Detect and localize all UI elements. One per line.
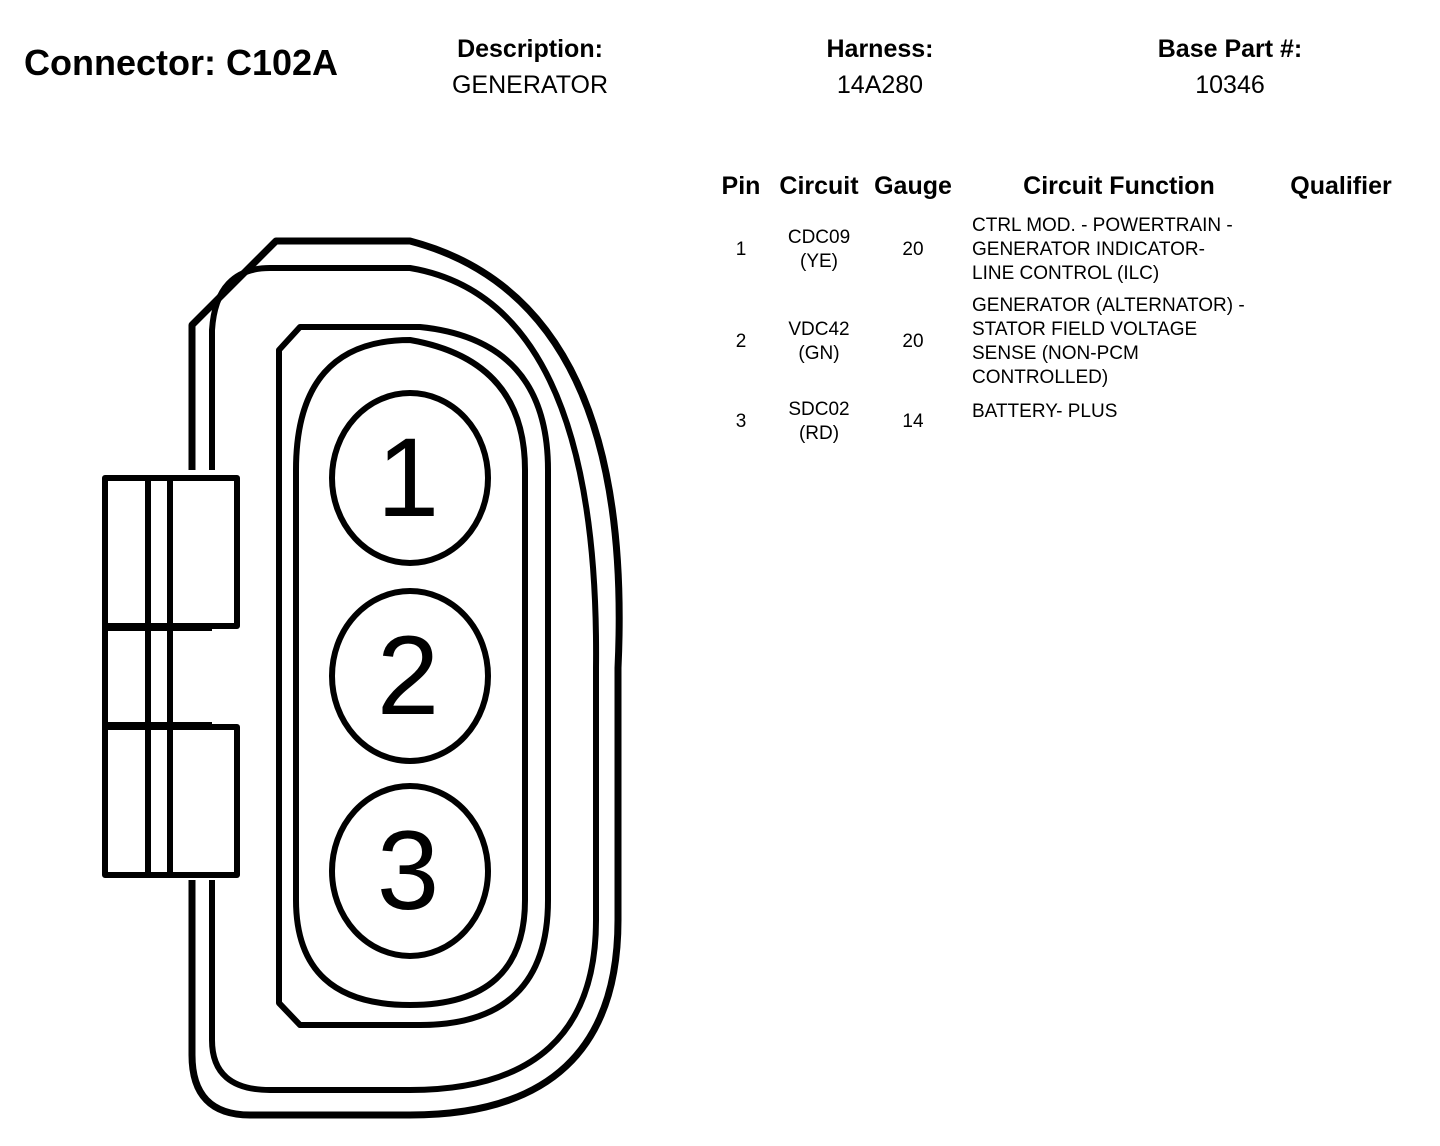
connector-title: Connector: C102A (24, 42, 339, 83)
circuit-code: VDC42 (788, 319, 850, 340)
description-value: GENERATOR (451, 71, 609, 99)
base-part-value: 10346 (1195, 71, 1265, 99)
table-row: 2 VDC42 (GN) 20 GENERATOR (ALTERNATOR) -… (712, 290, 1402, 394)
pin-2-label: 2 (377, 613, 439, 738)
base-part-label: Base Part #: (1157, 35, 1303, 63)
function-line: LINE CONTROL (ILC) (972, 263, 1160, 284)
function-line: CONTROLLED) (972, 367, 1109, 388)
col-header-qualifier: Qualifier (1290, 171, 1392, 200)
pin-cell: 1 (735, 239, 747, 260)
circuit-cell: VDC42 (GN) (770, 290, 868, 394)
function-cell: BATTERY- PLUS (958, 394, 1280, 450)
pin-cell: 2 (735, 331, 747, 352)
description-label: Description: (457, 35, 603, 63)
function-line: STATOR FIELD VOLTAGE (972, 319, 1198, 340)
col-header-function: Circuit Function (1023, 171, 1215, 200)
gauge-cell: 14 (902, 411, 924, 432)
col-header-gauge: Gauge (874, 171, 952, 200)
base-part-block: Base Part #: 10346 (1110, 32, 1350, 104)
function-line: CTRL MOD. - POWERTRAIN - (972, 215, 1233, 236)
connector-shell-outer (188, 237, 623, 1119)
function-line: GENERATOR (ALTERNATOR) - (972, 295, 1245, 316)
latch-tab (102, 475, 240, 878)
table-row: 1 CDC09 (YE) 20 CTRL MOD. - POWERTRAIN -… (712, 210, 1402, 290)
col-header-circuit: Circuit (779, 171, 859, 200)
description-block: Description: GENERATOR (400, 32, 660, 104)
pin-1-label: 1 (377, 415, 439, 540)
pin-1-cavity (329, 390, 491, 566)
function-line: SENSE (NON-PCM (972, 343, 1139, 364)
circuit-code: CDC09 (787, 227, 851, 248)
function-line: GENERATOR INDICATOR- (972, 239, 1205, 260)
connector-shell-inner (209, 265, 600, 1093)
table-row: 3 SDC02 (RD) 14 BATTERY- PLUS (712, 394, 1402, 450)
pin-3-label: 3 (377, 808, 439, 933)
harness-block: Harness: 14A280 (760, 32, 1000, 104)
table-header-row: Pin Circuit Gauge Circuit Function Quali… (712, 168, 1402, 210)
wire-color: (YE) (800, 251, 838, 272)
circuit-code: SDC02 (788, 399, 850, 420)
pin-cell: 3 (735, 411, 747, 432)
pin-2-cavity (329, 588, 491, 764)
gauge-cell: 20 (902, 239, 924, 260)
col-header-pin: Pin (721, 171, 761, 200)
function-line: BATTERY- PLUS (972, 401, 1118, 422)
harness-value: 14A280 (836, 71, 924, 99)
pinout-table: Pin Circuit Gauge Circuit Function Quali… (712, 168, 1402, 450)
gauge-cell: 20 (902, 331, 924, 352)
harness-label: Harness: (826, 35, 934, 63)
wire-color: (GN) (798, 343, 840, 364)
pin-housing-inner (293, 337, 528, 1008)
pin-housing (276, 324, 551, 1028)
function-cell: CTRL MOD. - POWERTRAIN - GENERATOR INDIC… (958, 210, 1280, 290)
circuit-cell: CDC09 (YE) (770, 210, 868, 290)
function-cell: GENERATOR (ALTERNATOR) - STATOR FIELD VO… (958, 290, 1280, 394)
circuit-cell: SDC02 (RD) (770, 394, 868, 450)
wire-color: (RD) (798, 423, 840, 444)
pin-3-cavity (329, 783, 491, 959)
